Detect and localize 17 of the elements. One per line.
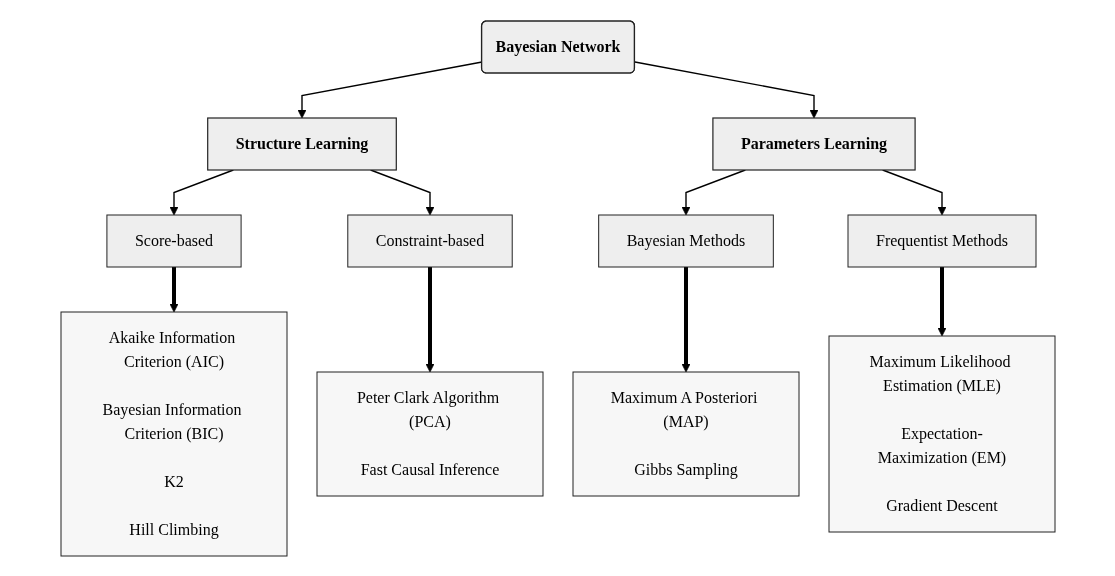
node-box: Bayesian Methods [597, 214, 774, 267]
node-box: Maximum A Posteriori (MAP) Gibbs Sampling [572, 371, 799, 496]
arrow [681, 168, 746, 215]
arrow [633, 60, 818, 118]
node-box: Score-based [105, 214, 242, 267]
node-box: Akaike Information Criterion (AIC) Bayesian Information Criterion (BIC) K2 Hill Climbing [60, 311, 287, 556]
node-box: Frequentist Methods [847, 214, 1036, 267]
arrow [425, 266, 434, 372]
node-box: Structure Learning [206, 116, 397, 171]
arrow [937, 266, 946, 336]
node-box: Peter Clark Algorithm (PCA) Fast Causal Inference [316, 371, 543, 496]
node-box: Maximum Likelihood Estimation (MLE) Expectation-Maximization (EM) Gradient Descent [828, 335, 1055, 532]
arrow [169, 168, 234, 215]
node-box: Constraint-based [346, 214, 513, 267]
node-box: Parameters Learning [711, 116, 916, 171]
arrow [169, 266, 178, 312]
arrow [681, 266, 690, 372]
